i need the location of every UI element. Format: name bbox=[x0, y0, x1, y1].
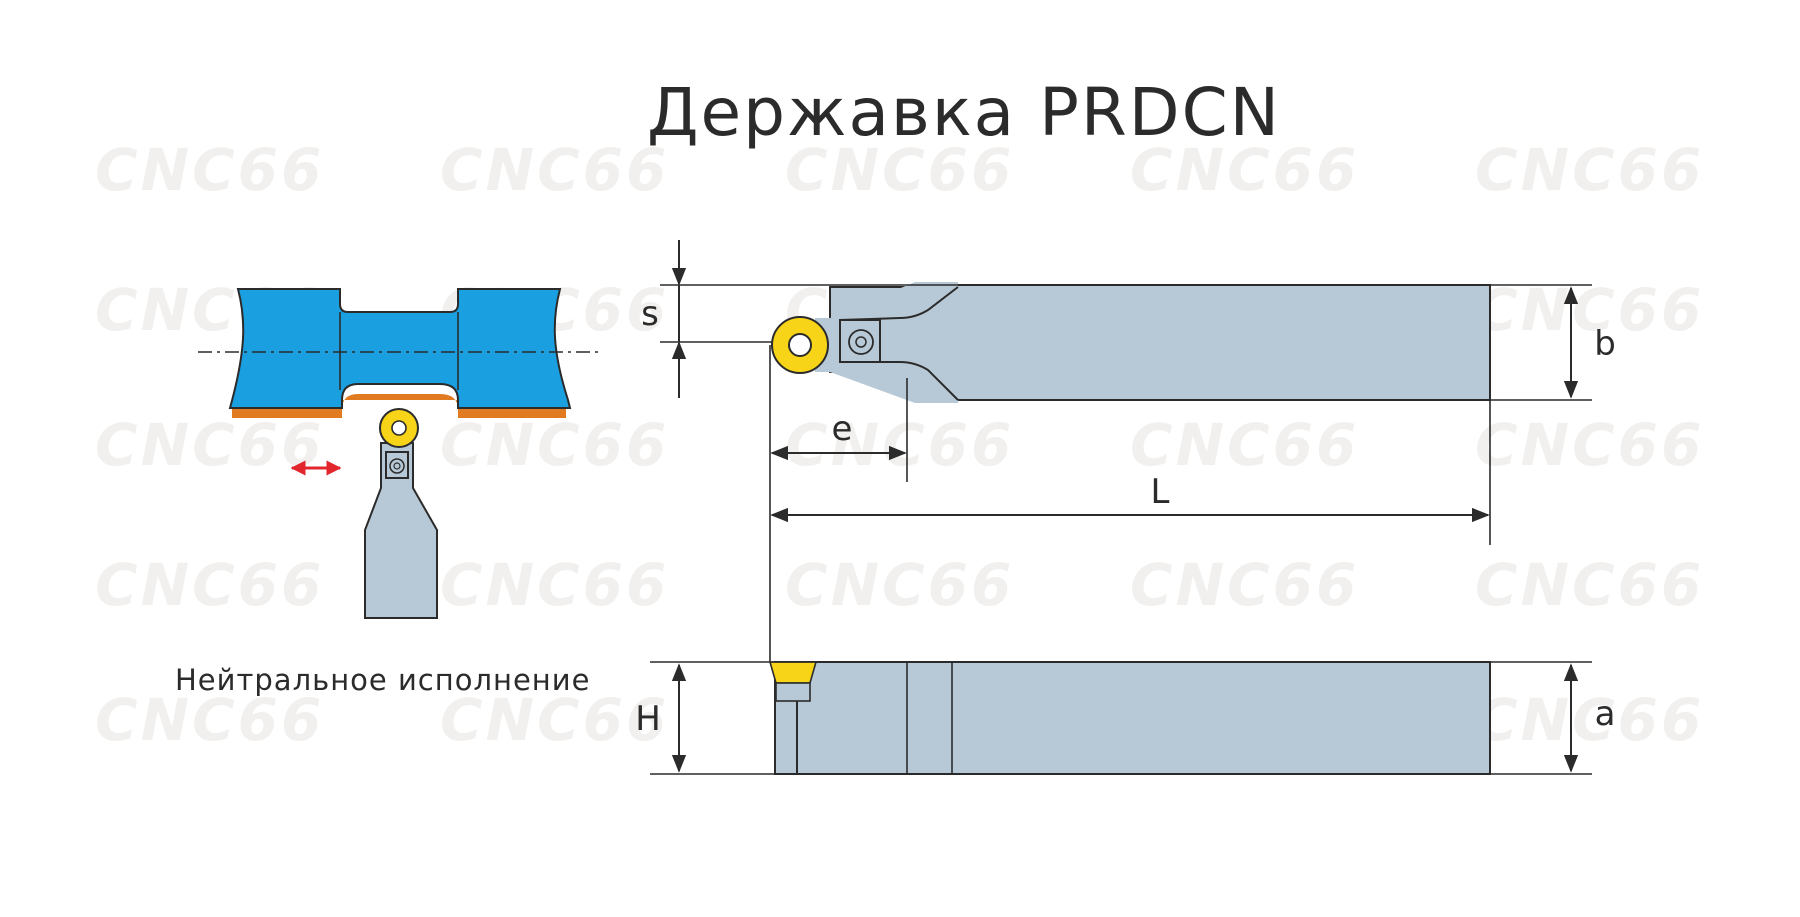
small-screw-inner-icon bbox=[393, 462, 401, 470]
dim-label-H: H bbox=[635, 699, 661, 739]
watermark: CNC66 bbox=[1475, 686, 1704, 754]
dim-label-L: L bbox=[1151, 472, 1170, 512]
watermark: CNC66 bbox=[1475, 136, 1704, 204]
watermark: CNC66 bbox=[440, 136, 669, 204]
holder-shank-side bbox=[794, 661, 1491, 775]
watermark: CNC66 bbox=[95, 411, 324, 479]
page-title: Державка PRDCN bbox=[647, 74, 1281, 151]
application-sketch bbox=[198, 288, 598, 619]
small-clamp bbox=[385, 451, 409, 479]
small-screw-outer-icon bbox=[389, 458, 405, 474]
side-insert bbox=[768, 661, 818, 684]
watermark: CNC66 bbox=[785, 411, 1014, 479]
watermark: CNC66 bbox=[1475, 276, 1704, 344]
watermark: CNC66 bbox=[1130, 411, 1359, 479]
clamp-screw-outer-icon bbox=[848, 329, 874, 355]
watermark: CNC66 bbox=[785, 136, 1014, 204]
holder-neck-outline bbox=[839, 286, 959, 321]
holder-neck-outline-lower bbox=[840, 361, 959, 401]
holder-side-view bbox=[768, 661, 1491, 775]
clamp-screw-inner-icon bbox=[855, 336, 867, 348]
small-holder-body bbox=[364, 442, 438, 619]
watermark: CNC66 bbox=[440, 411, 669, 479]
dim-label-s: s bbox=[641, 294, 659, 334]
workpiece bbox=[228, 288, 572, 409]
dim-label-e: e bbox=[832, 409, 853, 449]
clamp-top bbox=[839, 319, 881, 363]
watermark: CNC66 bbox=[440, 686, 669, 754]
watermark: CNC66 bbox=[1130, 551, 1359, 619]
watermark: CNC66 bbox=[95, 551, 324, 619]
watermark: CNC66 bbox=[1475, 411, 1704, 479]
side-seat bbox=[775, 682, 811, 702]
caption-neutral-version: Нейтральное исполнение bbox=[175, 663, 590, 697]
small-insert-hole-icon bbox=[391, 420, 407, 436]
watermark: CNC66 bbox=[785, 551, 1014, 619]
dimension-lines: s b e L H a bbox=[635, 240, 1616, 775]
insert-hole-icon bbox=[788, 333, 812, 357]
dim-label-a: a bbox=[1595, 694, 1616, 734]
holder-top-view bbox=[771, 282, 1491, 403]
watermark: CNC66 bbox=[95, 686, 324, 754]
watermark: CNC66 bbox=[440, 551, 669, 619]
watermark: CNC66 bbox=[1475, 551, 1704, 619]
watermark: CNC66 bbox=[1130, 136, 1359, 204]
watermark: CNC66 bbox=[95, 136, 324, 204]
dim-label-b: b bbox=[1594, 324, 1616, 364]
